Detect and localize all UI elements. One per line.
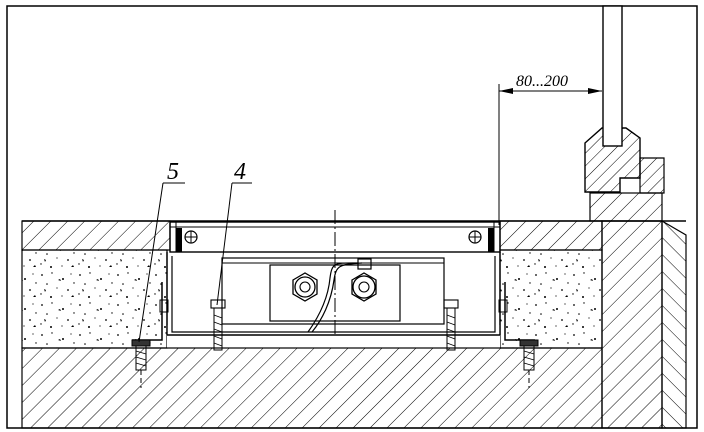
heat-exchanger bbox=[221, 257, 445, 333]
convector-trench bbox=[166, 221, 501, 336]
grille-screw-left bbox=[184, 230, 198, 244]
concrete-layer bbox=[21, 249, 603, 349]
grille-screw-right bbox=[468, 230, 482, 244]
callout-5-label: 5 bbox=[167, 159, 179, 185]
callout-4-label: 4 bbox=[234, 159, 246, 185]
valve-right bbox=[351, 258, 377, 302]
wall bbox=[22, 219, 687, 429]
dimension-label: 80...200 bbox=[516, 73, 568, 90]
leveling-screw-right bbox=[443, 299, 459, 351]
anchor-bolt-right bbox=[519, 339, 539, 388]
screed-layer bbox=[21, 220, 603, 251]
callout-4: 4 bbox=[216, 159, 252, 306]
anchor-bolt-left bbox=[131, 339, 151, 388]
callout-5: 5 bbox=[138, 159, 185, 343]
window-sill bbox=[584, 5, 665, 222]
dimension-80-200: 80...200 bbox=[498, 73, 602, 225]
leveling-screw-left bbox=[210, 299, 226, 351]
mounting-hardware bbox=[131, 282, 539, 388]
valve-left bbox=[292, 272, 318, 302]
base-slab bbox=[21, 347, 603, 429]
